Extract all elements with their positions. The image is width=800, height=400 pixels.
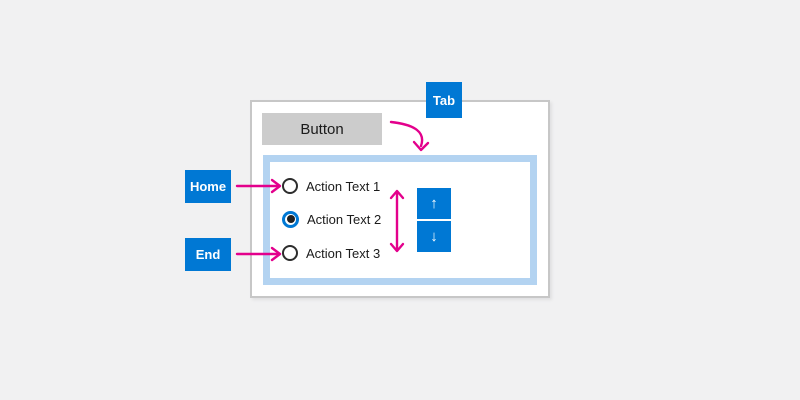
radio-option-3[interactable]: Action Text 3 [282, 243, 380, 263]
up-arrow-button[interactable]: ↑ [417, 188, 451, 219]
focus-region [263, 155, 537, 285]
radio-button-icon[interactable] [282, 245, 298, 261]
button-control[interactable]: Button [262, 113, 382, 145]
end-key-label: End [185, 238, 231, 271]
down-arrow-button[interactable]: ↓ [417, 221, 451, 252]
up-arrow-icon: ↑ [430, 195, 438, 212]
radio-button-icon[interactable] [282, 178, 298, 194]
home-key-label: Home [185, 170, 231, 203]
radio-option-label: Action Text 2 [307, 211, 382, 227]
radio-option-label: Action Text 3 [306, 245, 381, 261]
down-arrow-icon: ↓ [430, 228, 438, 245]
tab-key-label: Tab [426, 82, 462, 118]
radio-option-1[interactable]: Action Text 1 [282, 176, 380, 196]
radio-option-2[interactable]: Action Text 2 [282, 209, 381, 229]
radio-option-label: Action Text 1 [306, 178, 381, 194]
radio-button-selected-icon[interactable] [282, 210, 299, 228]
